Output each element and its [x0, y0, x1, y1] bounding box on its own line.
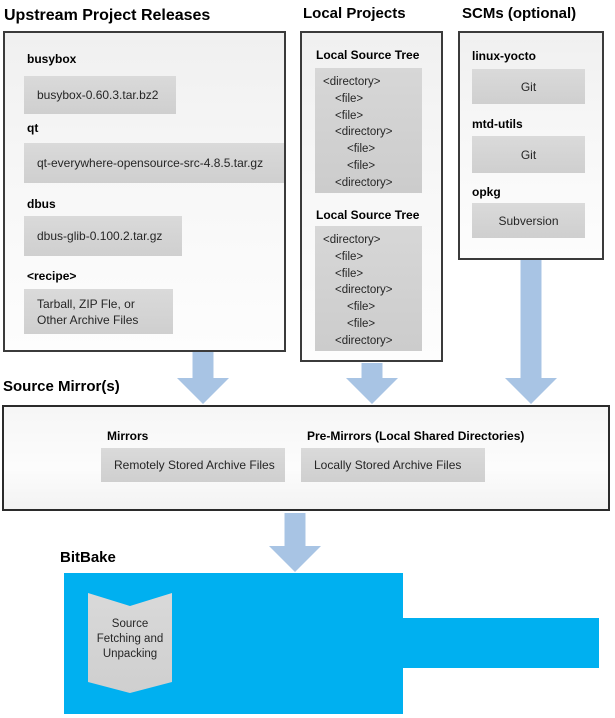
ribbon-line: Unpacking: [102, 648, 158, 660]
tree-node: <file>: [335, 267, 364, 280]
ribbon-line: Source: [111, 618, 149, 630]
mirrors-label: Mirrors: [107, 429, 149, 443]
local-source-tree-label: Local Source Tree: [316, 208, 420, 222]
scms-title: SCMs (optional): [462, 5, 577, 22]
scms-box: linux-yocto Git mtd-utils Git opkg Subve…: [458, 31, 604, 260]
upstream-item-label: busybox: [27, 52, 77, 66]
tree-node: <file>: [335, 92, 364, 105]
scm-item-tool: Subversion: [472, 203, 585, 238]
arrow-down-icon: [505, 260, 557, 404]
upstream-item-file: qt-everywhere-opensource-src-4.8.5.tar.g…: [24, 143, 284, 183]
tree-node: <directory>: [335, 126, 393, 139]
bitbake-output-bar: [400, 618, 599, 668]
upstream-item-file: Tarball, ZIP Fle, or Other Archive Files: [24, 289, 173, 334]
tree-node: <file>: [347, 301, 376, 314]
source-mirrors-title: Source Mirror(s): [3, 378, 120, 395]
premirrors-value: Locally Stored Archive Files: [301, 448, 485, 482]
tree-node: <file>: [335, 109, 364, 122]
upstream-file-line: Tarball, ZIP Fle, or: [37, 296, 135, 311]
tree-node: <file>: [347, 143, 376, 156]
local-source-tree-label: Local Source Tree: [316, 48, 420, 62]
arrow-down-icon: [177, 352, 229, 404]
scm-item-label: linux-yocto: [472, 49, 537, 63]
upstream-title: Upstream Project Releases: [4, 7, 211, 24]
tree-node: <directory>: [323, 76, 381, 88]
arrow-down-icon: [346, 363, 398, 404]
local-projects-box: Local Source Tree <directory> <file> <fi…: [300, 31, 443, 362]
upstream-item-label: <recipe>: [27, 269, 77, 283]
mirrors-value: Remotely Stored Archive Files: [101, 448, 285, 482]
scm-item-label: mtd-utils: [472, 117, 523, 131]
scm-item-label: opkg: [472, 185, 501, 199]
local-projects-title: Local Projects: [303, 5, 406, 22]
local-source-tree: <directory> <file> <file> <directory> <f…: [315, 68, 422, 193]
upstream-item-label: qt: [27, 121, 39, 135]
upstream-item-label: dbus: [27, 197, 56, 211]
source-fetching-ribbon: Source Fetching and Unpacking: [88, 593, 172, 693]
upstream-box: busybox busybox-0.60.3.tar.bz2 qt qt-eve…: [3, 31, 286, 352]
scm-item-tool: Git: [472, 136, 585, 173]
upstream-item-file: dbus-glib-0.100.2.tar.gz: [24, 216, 182, 256]
tree-node: <directory>: [335, 334, 393, 347]
source-mirrors-box: Mirrors Remotely Stored Archive Files Pr…: [2, 405, 610, 511]
bitbake-title: BitBake: [60, 549, 116, 566]
tree-node: <file>: [347, 317, 376, 330]
tree-node: <directory>: [335, 284, 393, 297]
upstream-file-line: Other Archive Files: [37, 312, 139, 327]
tree-node: <file>: [335, 250, 364, 263]
tree-node: <directory>: [323, 234, 381, 246]
premirrors-label: Pre-Mirrors (Local Shared Directories): [307, 429, 525, 443]
tree-node: <directory>: [335, 176, 393, 189]
scm-item-tool: Git: [472, 69, 585, 104]
local-source-tree: <directory> <file> <file> <directory> <f…: [315, 226, 422, 351]
arrow-down-icon: [269, 513, 321, 572]
ribbon-line: Fetching and: [96, 633, 164, 645]
upstream-item-file: busybox-0.60.3.tar.bz2: [24, 76, 176, 114]
tree-node: <file>: [347, 159, 376, 172]
